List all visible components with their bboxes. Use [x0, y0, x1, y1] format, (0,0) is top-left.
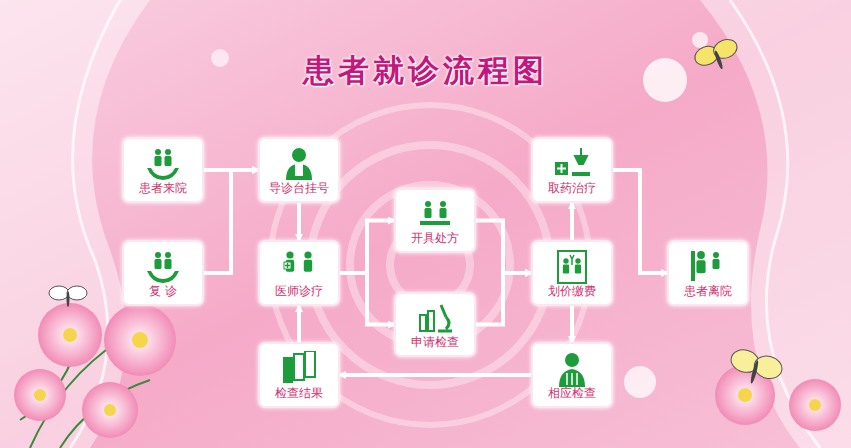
box-icon [553, 249, 591, 285]
box-label: 医师诊疗 [275, 284, 323, 298]
box-icon [144, 249, 182, 285]
process-box: 开具处方 [394, 188, 476, 253]
flow-arrow [340, 221, 394, 274]
process-box: 相应检查 [531, 342, 613, 408]
flow-arrow [204, 170, 258, 273]
flow-arrow [340, 273, 394, 325]
flow-arrow [340, 373, 531, 377]
box-label: 相应检查 [548, 386, 596, 400]
process-box: 申请检查 [394, 292, 476, 357]
flow-arrow [613, 170, 667, 273]
flow-arrow [570, 203, 574, 240]
box-icon [689, 249, 727, 285]
flow-arrow [570, 306, 574, 342]
box-icon [144, 146, 182, 182]
process-box: 复 诊 [122, 240, 204, 306]
flow-arrow [476, 221, 531, 274]
process-box: 取药治疗 [531, 137, 613, 203]
diagram-title: 患者就诊流程图 [0, 50, 851, 92]
flow-arrow [297, 203, 301, 240]
process-box: 检查结果 [258, 342, 340, 408]
box-icon [416, 197, 454, 233]
flow-arrow [476, 273, 531, 325]
flow-arrow [297, 306, 301, 342]
process-box: 患者来院 [122, 137, 204, 203]
box-icon [280, 249, 318, 285]
box-icon [280, 351, 318, 387]
box-icon [553, 351, 591, 387]
box-icon [553, 146, 591, 182]
process-box: 患者离院 [667, 240, 749, 306]
box-icon [416, 301, 454, 337]
box-label: 检查结果 [275, 386, 323, 400]
box-label: 患者来院 [139, 181, 187, 195]
box-label: 申请检查 [411, 335, 459, 349]
process-box: 划价缴费 [531, 240, 613, 306]
box-label: 患者离院 [684, 284, 732, 298]
box-label: 划价缴费 [548, 284, 596, 298]
box-label: 导诊台挂号 [269, 181, 329, 195]
process-box: 医师诊疗 [258, 240, 340, 306]
box-label: 取药治疗 [548, 181, 596, 195]
box-label: 复 诊 [149, 284, 177, 298]
box-icon [280, 146, 318, 182]
process-box: 导诊台挂号 [258, 137, 340, 203]
box-label: 开具处方 [411, 231, 459, 245]
